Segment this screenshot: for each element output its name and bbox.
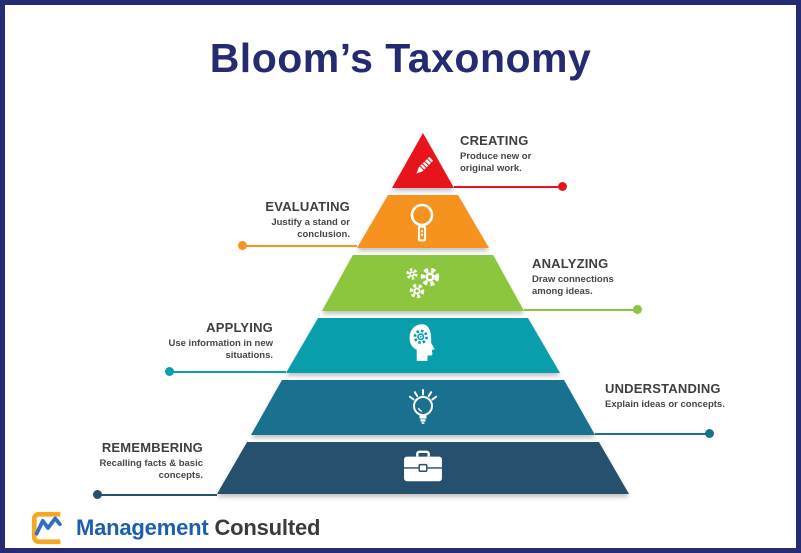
level-label-analyzing: ANALYZING Draw connections among ideas. [532, 256, 647, 299]
level-description: Draw connections among ideas. [532, 274, 614, 298]
level-description: Recalling facts & basic concepts. [99, 458, 203, 482]
gears-icon [406, 267, 440, 299]
level-description: Use information in new situations. [168, 338, 273, 362]
leader-dot-creating [558, 182, 567, 191]
level-name: REMEMBERING [101, 440, 203, 455]
level-description: Produce new or original work. [460, 151, 532, 175]
leader-line-understanding [595, 433, 708, 435]
level-name: EVALUATING [265, 199, 350, 214]
leader-line-analyzing [524, 309, 636, 311]
briefcase-icon [404, 450, 442, 482]
leader-line-applying [172, 371, 286, 373]
level-label-understanding: UNDERSTANDING Explain ideas or concepts. [605, 381, 755, 411]
leader-dot-remembering [93, 490, 102, 499]
lightbulb-icon [408, 389, 438, 424]
leader-dot-evaluating [238, 241, 247, 250]
level-description: Justify a stand or conclusion. [271, 217, 350, 241]
diagram-title: Bloom’s Taxonomy [209, 35, 592, 81]
level-name: ANALYZING [532, 256, 609, 271]
leader-line-remembering [100, 494, 217, 496]
level-name: CREATING [460, 133, 529, 148]
leader-line-evaluating [245, 245, 357, 247]
logo-chart-icon [31, 511, 62, 545]
level-label-creating: CREATING Produce new or original work. [460, 133, 565, 176]
leader-line-creating [454, 186, 560, 188]
level-label-evaluating: EVALUATING Justify a stand or conclusion… [217, 199, 350, 242]
leader-dot-analyzing [633, 305, 642, 314]
pencil-icon [416, 157, 433, 174]
magnifier-icon [410, 203, 434, 242]
head-gear-icon [409, 324, 435, 361]
level-label-remembering: REMEMBERING Recalling facts & basic conc… [71, 440, 203, 483]
leader-dot-applying [165, 367, 174, 376]
level-band-creating [392, 133, 454, 188]
level-description: Explain ideas or concepts. [605, 399, 725, 410]
logo-text-consulted: Consulted [214, 515, 321, 540]
level-name: UNDERSTANDING [605, 381, 721, 396]
leader-dot-understanding [705, 429, 714, 438]
logo-text-management: Management [76, 515, 209, 540]
level-name: APPLYING [206, 320, 273, 335]
level-label-applying: APPLYING Use information in new situatio… [141, 320, 273, 363]
